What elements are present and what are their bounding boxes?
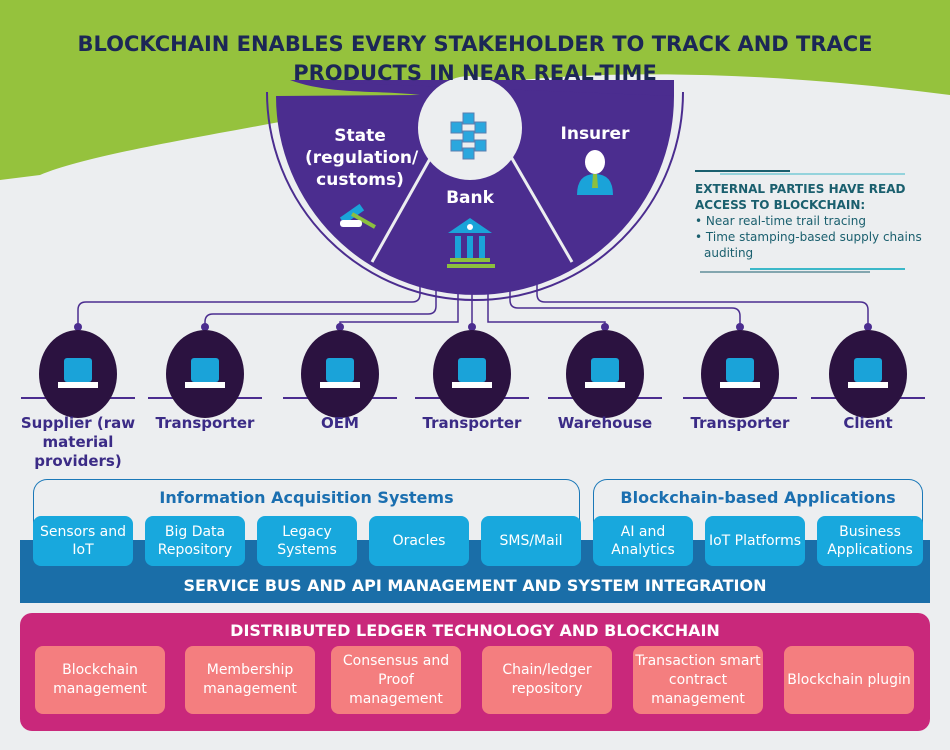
info-system-box: SMS/Mail bbox=[481, 516, 581, 566]
external-bullet: • Near real-time trail tracing bbox=[695, 214, 866, 228]
insurer-person-icon bbox=[577, 150, 613, 195]
dlt-box: Chain/ledger repository bbox=[482, 646, 612, 714]
chain-node-label: Transporter bbox=[422, 414, 522, 432]
green-swoosh bbox=[0, 0, 950, 180]
warehouse-icon-glyph bbox=[591, 358, 619, 382]
dlt-box: Blockchain plugin bbox=[784, 646, 914, 714]
info-systems-title: Information Acquisition Systems bbox=[159, 488, 454, 507]
segment-state: State (regulation/ customs) bbox=[305, 126, 419, 190]
factory-icon-base bbox=[320, 382, 360, 388]
external-bullet: • Time stamping-based supply chains audi… bbox=[695, 230, 922, 260]
truck-icon-glyph bbox=[458, 358, 486, 382]
dlt-box: Consensus and Proof management bbox=[331, 646, 461, 714]
ship-icon-base bbox=[185, 382, 225, 388]
robot-arm-icon-base bbox=[58, 382, 98, 388]
factory-icon-glyph bbox=[326, 358, 354, 382]
info-system-box: Legacy Systems bbox=[257, 516, 357, 566]
dlt-box: Transaction smart contract management bbox=[633, 646, 763, 714]
connector-lines bbox=[77, 282, 869, 327]
chain-node-label: OEM bbox=[321, 414, 359, 432]
people-icon-base bbox=[848, 382, 888, 388]
apps-title: Blockchain-based Applications bbox=[620, 488, 896, 507]
dlt-title: DISTRIBUTED LEDGER TECHNOLOGY AND BLOCKC… bbox=[230, 621, 720, 640]
external-parties-note: EXTERNAL PARTIES HAVE READ ACCESS TO BLO… bbox=[695, 181, 925, 261]
page-title: BLOCKCHAIN ENABLES EVERY STAKEHOLDER TO … bbox=[0, 30, 950, 88]
warehouse-icon-base bbox=[585, 382, 625, 388]
chain-node-label: Supplier (raw material providers) bbox=[20, 414, 136, 470]
info-system-box: Oracles bbox=[369, 516, 469, 566]
segment-insurer: Insurer bbox=[560, 124, 630, 144]
service-bus-label: SERVICE BUS AND API MANAGEMENT AND SYSTE… bbox=[183, 576, 767, 595]
app-box: Business Applications bbox=[817, 516, 923, 566]
chain-node-label: Transporter bbox=[690, 414, 790, 432]
gavel-icon bbox=[339, 203, 376, 229]
segment-bank: Bank bbox=[446, 188, 494, 208]
blockchain-hub bbox=[418, 76, 522, 180]
stakeholder-wheel bbox=[276, 80, 674, 295]
info-system-box: Big Data Repository bbox=[145, 516, 245, 566]
title-line-2: PRODUCTS IN NEAR REAL-TIME bbox=[293, 61, 657, 85]
info-system-box: Sensors and IoT bbox=[33, 516, 133, 566]
title-line-1: BLOCKCHAIN ENABLES EVERY STAKEHOLDER TO … bbox=[77, 32, 873, 56]
chain-node-label: Client bbox=[843, 414, 893, 432]
dlt-box: Membership management bbox=[185, 646, 315, 714]
people-icon-glyph bbox=[854, 358, 882, 382]
ship-icon-glyph bbox=[191, 358, 219, 382]
van-icon-glyph bbox=[726, 358, 754, 382]
chain-node-label: Transporter bbox=[155, 414, 255, 432]
van-icon-base bbox=[720, 382, 760, 388]
external-heading: EXTERNAL PARTIES HAVE READ ACCESS TO BLO… bbox=[695, 182, 906, 212]
robot-arm-icon-glyph bbox=[64, 358, 92, 382]
blockchain-cubes-icon bbox=[450, 112, 487, 160]
apps-group: Blockchain-based Applications bbox=[593, 479, 923, 541]
dlt-panel: DISTRIBUTED LEDGER TECHNOLOGY AND BLOCKC… bbox=[20, 613, 930, 731]
app-box: AI and Analytics bbox=[593, 516, 693, 566]
truck-icon-base bbox=[452, 382, 492, 388]
chain-node-label: Warehouse bbox=[557, 414, 653, 432]
dlt-box: Blockchain management bbox=[35, 646, 165, 714]
bank-icon bbox=[447, 218, 495, 268]
app-box: IoT Platforms bbox=[705, 516, 805, 566]
info-systems-group: Information Acquisition Systems bbox=[33, 479, 580, 541]
